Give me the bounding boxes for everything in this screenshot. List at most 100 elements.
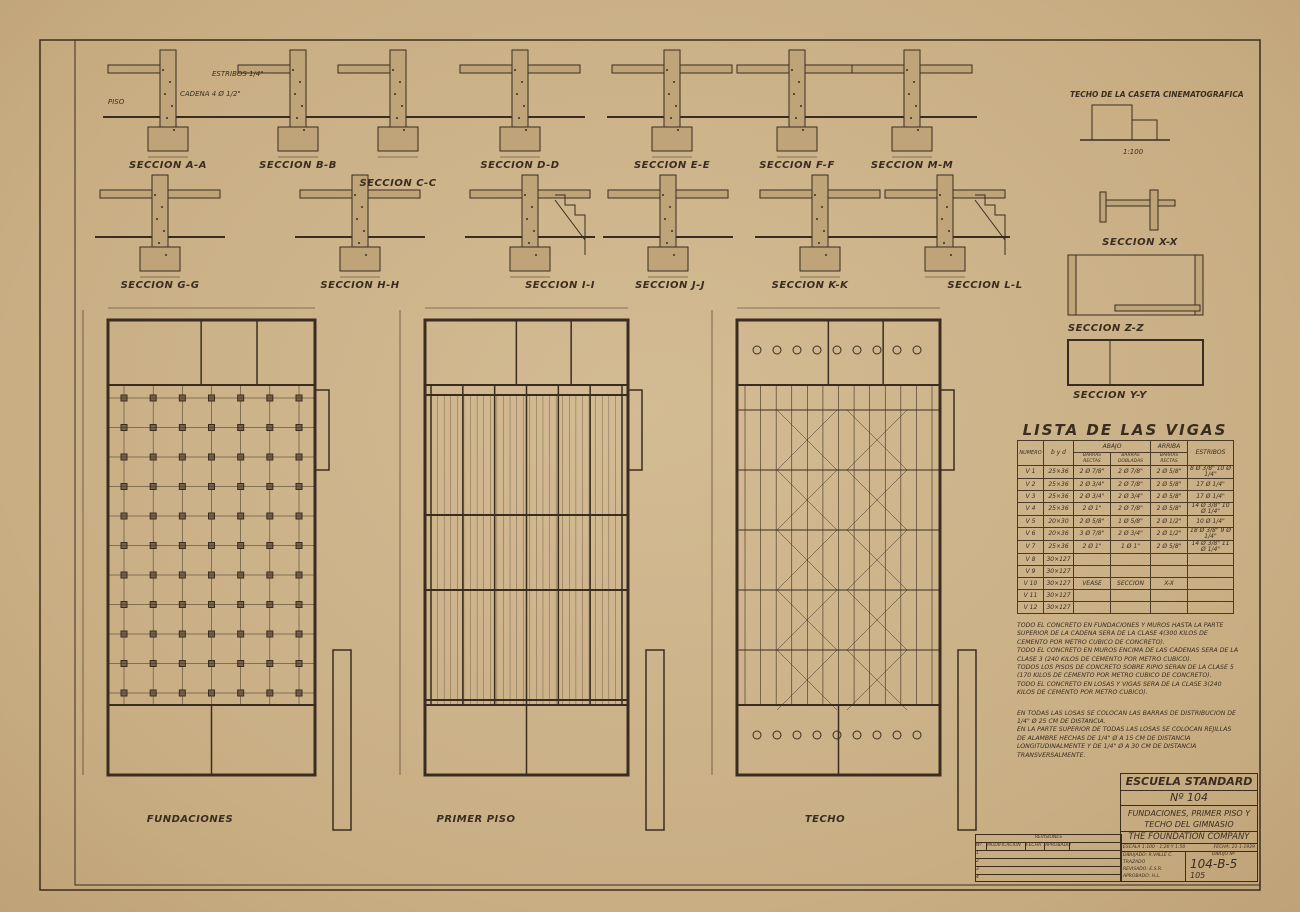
- company-name: THE FOUNDATION COMPANY: [1121, 832, 1257, 844]
- aggregate-dot: [521, 81, 523, 83]
- table-cell: 20×30: [1043, 515, 1074, 528]
- stair-profile: [975, 194, 1006, 255]
- estribos-label: ESTRIBOS 1/4": [212, 70, 264, 78]
- plan-stair: [957, 649, 977, 831]
- aggregate-dot: [917, 129, 919, 131]
- aggregate-dot: [677, 129, 679, 131]
- aggregate-dot: [913, 81, 915, 83]
- stair-slab: [554, 199, 586, 241]
- table-cell: 20×36: [1043, 527, 1074, 541]
- slab: [952, 189, 1006, 199]
- slab: [107, 64, 161, 74]
- table-cell: 17 Ø 1/4": [1187, 478, 1235, 491]
- aggregate-dot: [514, 69, 516, 71]
- caseta-title: TECHO DE LA CASETA CINEMATOGRAFICA: [1070, 90, 1244, 99]
- table-cell: 14 Ø 3/8" 10 Ø 1/4": [1187, 502, 1235, 516]
- diagonal: [776, 409, 838, 471]
- revisado: REVISADO: E.S.R.: [1123, 867, 1163, 872]
- aggregate-dot: [356, 218, 358, 220]
- bar-marker: [752, 345, 762, 355]
- aggregate-dot: [814, 194, 816, 196]
- aggregate-dot: [915, 105, 917, 107]
- table-cell: 30×127: [1043, 553, 1074, 566]
- aggregate-dot: [156, 218, 158, 220]
- table-cell: 2 Ø 5/8": [1150, 540, 1189, 554]
- table-cell: 2 Ø 1": [1073, 502, 1111, 516]
- slab: [884, 189, 938, 199]
- aggregate-dot: [664, 218, 666, 220]
- bar-marker: [872, 730, 882, 740]
- aggregate-dot: [943, 242, 945, 244]
- table-cell: [1150, 565, 1189, 578]
- rev-col: APROBADO: [1045, 843, 1071, 850]
- table-cell: [1073, 553, 1111, 566]
- drawing-subject: FUNDACIONES, PRIMER PISO Y TECHO DEL GIM…: [1121, 806, 1257, 832]
- table-cell: V 7: [1017, 540, 1044, 554]
- plan-annex: [314, 389, 330, 471]
- table-cell: 25×36: [1043, 490, 1074, 503]
- scale: ESCALA 1:100 - 1:20 Y 1:50: [1123, 845, 1186, 850]
- table-cell: [1109, 565, 1152, 578]
- footing: [499, 126, 541, 152]
- table-cell: 2 Ø 5/8": [1150, 490, 1189, 503]
- wall-section: [289, 49, 307, 136]
- bar-marker: [872, 345, 882, 355]
- aggregate-dot: [908, 93, 910, 95]
- title-block: ESCUELA STANDARD Nº 104 FUNDACIONES, PRI…: [1120, 773, 1258, 882]
- table-cell: 2 Ø 3/4": [1109, 490, 1152, 503]
- aggregate-dot: [673, 81, 675, 83]
- aggregate-dot: [793, 93, 795, 95]
- col-header: ARRIBA: [1150, 440, 1189, 453]
- footing: [891, 126, 933, 152]
- slab: [919, 64, 973, 74]
- diagonal: [776, 649, 838, 711]
- slab: [299, 189, 353, 199]
- aggregate-dot: [163, 230, 165, 232]
- section-label: SECCION D-D: [480, 160, 560, 171]
- plan-techo-label: TECHO: [804, 814, 846, 825]
- aggregate-dot: [675, 105, 677, 107]
- table-cell: 2 Ø 3/4": [1073, 490, 1111, 503]
- diagonal: [776, 589, 838, 651]
- section-label: SECCION M-M: [870, 160, 954, 171]
- aggregate-dot: [533, 230, 535, 232]
- piso-label: PISO: [108, 98, 125, 106]
- table-cell: 2 Ø 5/8": [1150, 478, 1189, 491]
- diagonal: [846, 409, 908, 471]
- aggregate-dot: [662, 194, 664, 196]
- plan-annex: [939, 389, 955, 471]
- diagonal: [846, 649, 908, 711]
- section-y-y-label: SECCION Y-Y: [1073, 390, 1147, 401]
- table-cell: [1187, 601, 1235, 614]
- aggregate-dot: [173, 129, 175, 131]
- plan-primer-piso-label: PRIMER PISO: [436, 814, 516, 825]
- drawing-number: 104-B-5: [1190, 857, 1238, 871]
- rev-col: Nº: [976, 843, 987, 850]
- aggregate-dot: [292, 69, 294, 71]
- sub-header: BARRAS RECTAS: [1073, 452, 1111, 466]
- bar-marker: [812, 730, 822, 740]
- aggregate-dot: [158, 242, 160, 244]
- wall-section: [389, 49, 407, 136]
- table-cell: 2 Ø 1": [1073, 540, 1111, 554]
- bar-marker: [832, 730, 842, 740]
- table-cell: V 12: [1017, 601, 1044, 614]
- dibujo-label: DIBUJO Nº: [1212, 852, 1235, 857]
- aggregate-dot: [950, 254, 952, 256]
- aggregate-dot: [361, 206, 363, 208]
- aggregate-dot: [154, 194, 156, 196]
- section-label: SECCION H-H: [320, 280, 400, 291]
- section-x-x-wall: [1149, 189, 1159, 231]
- slab: [459, 64, 513, 74]
- inner-border: [74, 39, 1261, 886]
- table-cell: 8 Ø 3/8" 10 Ø 1/4": [1187, 465, 1235, 479]
- slab: [679, 64, 733, 74]
- aggregate-dot: [396, 117, 398, 119]
- footing: [776, 126, 818, 152]
- table-cell: V 8: [1017, 553, 1044, 566]
